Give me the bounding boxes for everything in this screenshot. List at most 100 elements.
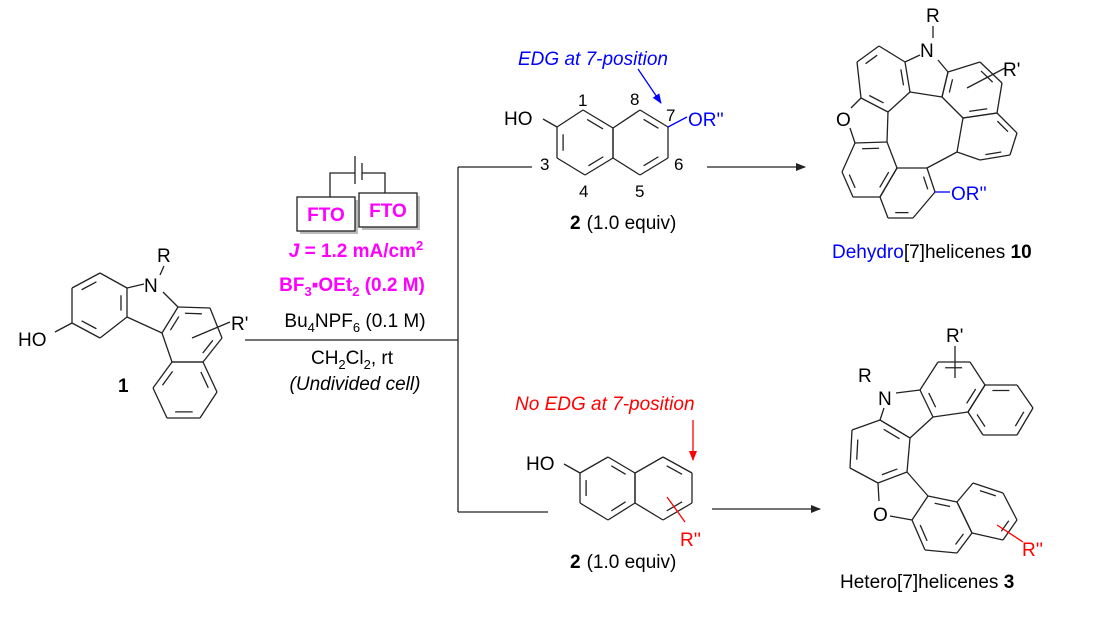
position-7: 7 (666, 106, 675, 125)
bond (860, 97, 889, 113)
solvent-subscript: 2 (338, 357, 345, 372)
nitrogen-label: N (144, 276, 158, 297)
bond (865, 54, 878, 65)
bond (976, 414, 986, 427)
bond (955, 533, 965, 545)
bond (883, 428, 900, 440)
lewis-acid-subscript: 3 (304, 284, 311, 299)
bond (886, 111, 889, 143)
oxygen-label: O (873, 505, 888, 526)
bond (612, 109, 641, 129)
electrochemical-cell: FTO FTO (296, 156, 420, 234)
bond (862, 147, 880, 150)
bond (919, 389, 934, 418)
bond (941, 71, 949, 98)
bond (639, 109, 669, 128)
bond (879, 196, 889, 219)
fto-electrode-box (358, 192, 418, 228)
bond (662, 456, 693, 474)
r-double-prime-label: R'' (1022, 540, 1043, 561)
bond (868, 94, 884, 104)
edg-annotation: EDG at 7-position (518, 49, 668, 70)
bond (956, 117, 964, 153)
position-8: 8 (630, 90, 639, 109)
bond (972, 482, 1004, 494)
electrolyte-part: NPF (315, 311, 353, 332)
bond (979, 61, 1003, 84)
equivalents: (1.0 equiv) (587, 552, 677, 573)
bond (202, 339, 214, 354)
fto-electrode-box (296, 196, 356, 232)
fto-cathode-label: FTO (369, 201, 407, 222)
bond (610, 465, 626, 475)
wire (362, 172, 386, 193)
bond (162, 291, 179, 308)
bond (607, 456, 636, 474)
bond (643, 118, 659, 129)
bond (906, 471, 929, 497)
current-density: J = 1.2 mA/cm2 (289, 238, 424, 262)
bond (1002, 519, 1018, 541)
bond (81, 320, 97, 330)
bond (169, 316, 180, 331)
bond (928, 392, 937, 408)
scheme-arrows (245, 163, 821, 513)
lewis-acid: BF3▪OEt2 (0.2 M) (279, 275, 425, 299)
bond (586, 118, 604, 130)
bond (612, 157, 641, 176)
naphthol-reagent-bottom: No EDG at 7-position HO R'' 2(1.0 equiv) (515, 394, 701, 573)
bond (900, 69, 905, 86)
electrolyte-concentration: (0.1 M) (360, 311, 425, 332)
bond (850, 97, 862, 109)
bond (904, 61, 911, 93)
bond (99, 316, 128, 339)
bond (71, 272, 101, 289)
bond (161, 306, 179, 334)
bond (184, 312, 202, 315)
bond (856, 439, 859, 460)
reagent-label: 2(1.0 equiv) (570, 213, 676, 234)
hydroxyl-label: HO (18, 330, 47, 351)
bond (979, 489, 997, 497)
reaction-conditions: J = 1.2 mA/cm2 BF3▪OEt2 (0.2 M) Bu4NPF6 … (279, 238, 425, 395)
compound-number: 2 (570, 552, 581, 573)
bond (854, 141, 888, 144)
current-unit-exponent: 2 (416, 238, 423, 253)
r-double-prime-label: R'' (680, 530, 701, 551)
bond (967, 384, 986, 413)
position-4: 4 (579, 182, 588, 201)
temperature: , rt (371, 348, 394, 369)
bond (924, 549, 958, 554)
product-name-text: Hetero[7]helicenes (840, 572, 1004, 593)
bond (941, 96, 964, 119)
r-prime-label: R' (1003, 60, 1020, 81)
bond (919, 361, 939, 391)
bond (159, 265, 165, 276)
bond (879, 167, 898, 198)
solvent-temperature: CH2Cl2, rt (311, 348, 394, 372)
lewis-acid-concentration: (0.2 M) (359, 275, 424, 296)
bond (996, 82, 1003, 114)
bond (579, 502, 609, 521)
bond (200, 371, 209, 389)
solvent-subscript: 2 (364, 357, 371, 372)
ether-label: OR'' (688, 110, 724, 131)
bond (911, 519, 926, 551)
bond (1009, 132, 1018, 156)
bond (877, 482, 880, 502)
bond (161, 332, 173, 363)
bond (922, 176, 929, 190)
electrolyte-subscript: 6 (353, 320, 360, 335)
bond (895, 389, 921, 394)
bond (937, 59, 949, 73)
dehydro-helicene-product: R N R' O OR'' Dehydro[7]helicenes 10 (832, 6, 1032, 263)
bond (202, 337, 223, 363)
compound-number: 10 (1011, 242, 1032, 263)
bond (152, 361, 173, 389)
bond (912, 191, 936, 219)
solvent-part: CH (311, 348, 338, 369)
wire (329, 172, 355, 197)
bond (926, 151, 958, 169)
bond (666, 465, 683, 475)
bond (969, 108, 988, 113)
